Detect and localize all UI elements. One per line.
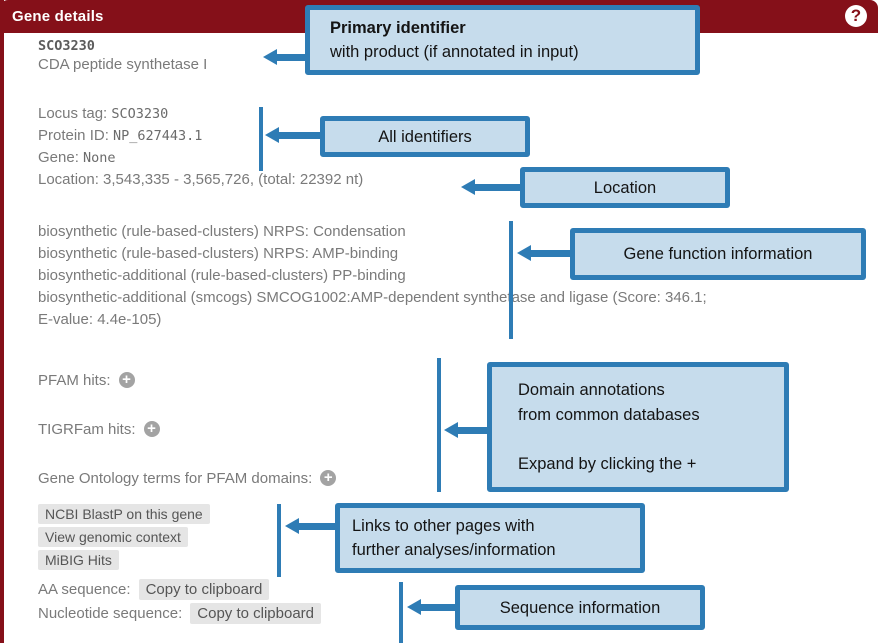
identifiers-bracket-line	[259, 107, 263, 171]
arrow-head-icon	[265, 127, 279, 143]
gene-label: Gene:	[38, 149, 84, 166]
callout-line: from common databases	[518, 405, 700, 424]
gene-function-line: biosynthetic (rule-based-clusters) NRPS:…	[38, 223, 406, 240]
copy-nucleotide-sequence-button[interactable]: Copy to clipboard	[190, 602, 321, 624]
arrow-head-icon	[407, 599, 421, 615]
arrow-shaft	[531, 249, 570, 257]
aa-sequence-row: AA sequence: Copy to clipboard	[38, 578, 321, 600]
nucleotide-sequence-row: Nucleotide sequence: Copy to clipboard	[38, 602, 321, 624]
expand-plus-icon[interactable]: +	[118, 372, 135, 388]
gene-function-line: biosynthetic-additional (smcogs) SMCOG10…	[38, 289, 707, 328]
callout-arrow	[285, 518, 335, 534]
gene-function-line: biosynthetic (rule-based-clusters) NRPS:…	[38, 245, 399, 262]
arrow-head-icon	[444, 422, 458, 438]
panel-title: Gene details	[12, 8, 104, 25]
tigrfam-hits-row: TIGRFam hits: +	[38, 420, 336, 438]
callout-label: Location	[593, 178, 657, 197]
links-bracket-line	[277, 504, 281, 577]
callout-subtitle: with product (if annotated in input)	[330, 43, 579, 61]
functions-bracket-line	[509, 221, 513, 339]
callout-line: Links to other pages with	[352, 517, 535, 535]
locus-tag-value: SCO3230	[111, 106, 169, 122]
arrow-head-icon	[517, 245, 531, 261]
links-block: NCBI BlastP on this gene View genomic co…	[38, 504, 210, 570]
ncbi-blastp-link[interactable]: NCBI BlastP on this gene	[38, 504, 210, 524]
gene-function-callout: Gene function information	[570, 228, 866, 280]
sequence-block: AA sequence: Copy to clipboard Nucleotid…	[38, 578, 321, 624]
location-callout: Location	[520, 167, 730, 208]
arrow-shaft	[277, 53, 305, 61]
gene-name: SCO3230	[38, 38, 95, 54]
arrow-shaft	[299, 522, 335, 530]
callout-line: Domain annotations	[518, 380, 665, 399]
arrow-shaft	[458, 426, 487, 434]
go-terms-label: Gene Ontology terms for PFAM domains:	[38, 469, 313, 487]
callout-line: further analyses/information	[352, 541, 556, 559]
sequence-info-callout: Sequence information	[455, 585, 705, 630]
all-identifiers-callout: All identifiers	[320, 116, 530, 157]
identifiers-block: Locus tag: SCO3230 Protein ID: NP_627443…	[38, 103, 363, 191]
go-terms-row: Gene Ontology terms for PFAM domains: +	[38, 469, 337, 487]
arrow-shaft	[421, 603, 455, 611]
locus-tag-label: Locus tag:	[38, 105, 112, 122]
genomic-context-link[interactable]: View genomic context	[38, 527, 188, 547]
callout-arrow	[407, 599, 455, 615]
expand-plus-icon[interactable]: +	[320, 470, 337, 486]
tigrfam-hits-label: TIGRFam hits:	[38, 420, 136, 438]
arrow-shaft	[279, 131, 320, 139]
gene-product: CDA peptide synthetase I	[38, 56, 208, 73]
arrow-head-icon	[263, 49, 277, 65]
location-row: Location: 3,543,335 - 3,565,726, (total:…	[38, 169, 363, 191]
pfam-hits-label: PFAM hits:	[38, 371, 111, 389]
location-label: Location:	[38, 171, 104, 188]
expand-plus-icon[interactable]: +	[143, 421, 160, 437]
gene-functions-block: biosynthetic (rule-based-clusters) NRPS:…	[38, 221, 710, 331]
callout-line: Expand by clicking the +	[518, 454, 697, 473]
callout-label: All identifiers	[378, 127, 472, 146]
locus-tag-row: Locus tag: SCO3230	[38, 103, 363, 125]
help-icon[interactable]: ?	[845, 5, 867, 27]
sequence-bracket-line	[399, 582, 403, 643]
protein-id-label: Protein ID:	[38, 127, 114, 144]
primary-identifier-callout: Primary identifier with product (if anno…	[305, 5, 700, 75]
callout-arrow	[517, 245, 570, 261]
links-callout: Links to other pages with further analys…	[335, 503, 645, 573]
gene-function-line: biosynthetic-additional (rule-based-clus…	[38, 267, 406, 284]
pfam-hits-row: PFAM hits: +	[38, 371, 336, 389]
arrow-shaft	[475, 183, 520, 191]
callout-label: Gene function information	[623, 245, 813, 263]
arrow-head-icon	[461, 179, 475, 195]
protein-id-row: Protein ID: NP_627443.1	[38, 125, 363, 147]
gene-value: None	[83, 150, 116, 166]
callout-arrow	[263, 49, 305, 65]
domains-bracket-line	[437, 358, 441, 492]
arrow-head-icon	[285, 518, 299, 534]
callout-title: Primary identifier	[330, 19, 466, 37]
callout-spacer	[518, 428, 784, 452]
nucleotide-sequence-label: Nucleotide sequence:	[38, 604, 183, 622]
domain-annotations-block: PFAM hits: + TIGRFam hits: + Gene Ontolo…	[38, 371, 337, 518]
domain-annotations-callout: Domain annotations from common databases…	[487, 362, 789, 492]
gene-row: Gene: None	[38, 147, 363, 169]
location-value: 3,543,335 - 3,565,726, (total: 22392 nt)	[103, 171, 364, 188]
callout-label: Sequence information	[499, 598, 661, 617]
copy-aa-sequence-button[interactable]: Copy to clipboard	[138, 578, 270, 600]
callout-arrow	[444, 422, 487, 438]
aa-sequence-label: AA sequence:	[38, 580, 131, 598]
callout-arrow	[461, 179, 520, 195]
panel-left-border	[0, 0, 4, 643]
protein-id-value: NP_627443.1	[113, 128, 203, 144]
mibig-hits-link[interactable]: MiBIG Hits	[38, 550, 119, 570]
callout-arrow	[265, 127, 320, 143]
